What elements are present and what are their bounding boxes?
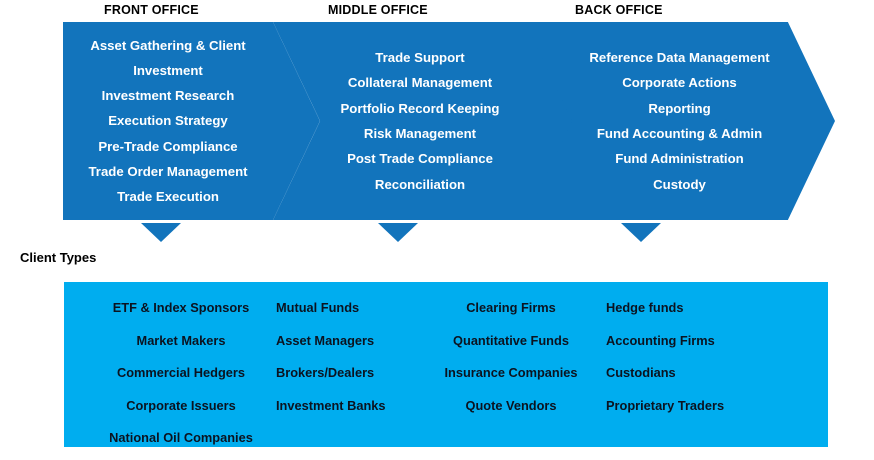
client-type-item: National Oil Companies (109, 430, 253, 445)
down-arrow-icon (141, 223, 181, 242)
client-types-column: Mutual Funds Asset Managers Brokers/Deal… (276, 282, 421, 447)
client-type-item: Commercial Hedgers (116, 365, 246, 380)
client-types-label: Client Types (20, 250, 97, 265)
client-types-box: ETF & Index Sponsors Market Makers Comme… (64, 282, 828, 447)
client-type-item: Accounting Firms (606, 332, 715, 348)
down-arrow-icon (378, 223, 418, 242)
client-types-column: Hedge funds Accounting Firms Custodians … (606, 282, 796, 447)
client-type-item: Hedge funds (606, 300, 684, 315)
client-type-item: ETF & Index Sponsors (112, 300, 250, 315)
client-type-item: Asset Managers (276, 332, 375, 348)
client-type-item: Insurance Companies (444, 365, 578, 380)
office-header-front: FRONT OFFICE (104, 3, 199, 17)
client-type-item: Clearing Firms (466, 300, 556, 315)
client-type-item: Quote Vendors (465, 397, 557, 413)
client-type-item: Brokers/Dealers (276, 365, 375, 380)
process-flow-chevrons: Asset Gathering & Client Investment Inve… (0, 22, 874, 220)
client-type-item: Custodians (606, 365, 676, 380)
office-header-middle: MIDDLE OFFICE (328, 3, 428, 17)
office-header-back: BACK OFFICE (575, 3, 663, 17)
client-type-item: Corporate Issuers (126, 397, 236, 413)
chevron-shape-middle-office (273, 22, 573, 220)
client-type-item: Market Makers (136, 332, 226, 348)
client-types-column: ETF & Index Sponsors Market Makers Comme… (86, 282, 276, 447)
chevron-shape-front-office (63, 22, 320, 220)
client-types-column: Clearing Firms Quantitative Funds Insura… (421, 282, 601, 447)
down-arrow-icon (621, 223, 661, 242)
client-type-item: Quantitative Funds (453, 332, 569, 348)
client-type-item: Proprietary Traders (606, 397, 725, 413)
chevron-shape-back-office (525, 22, 835, 220)
client-type-item: Mutual Funds (276, 300, 360, 315)
client-type-item: Investment Banks (276, 397, 386, 413)
